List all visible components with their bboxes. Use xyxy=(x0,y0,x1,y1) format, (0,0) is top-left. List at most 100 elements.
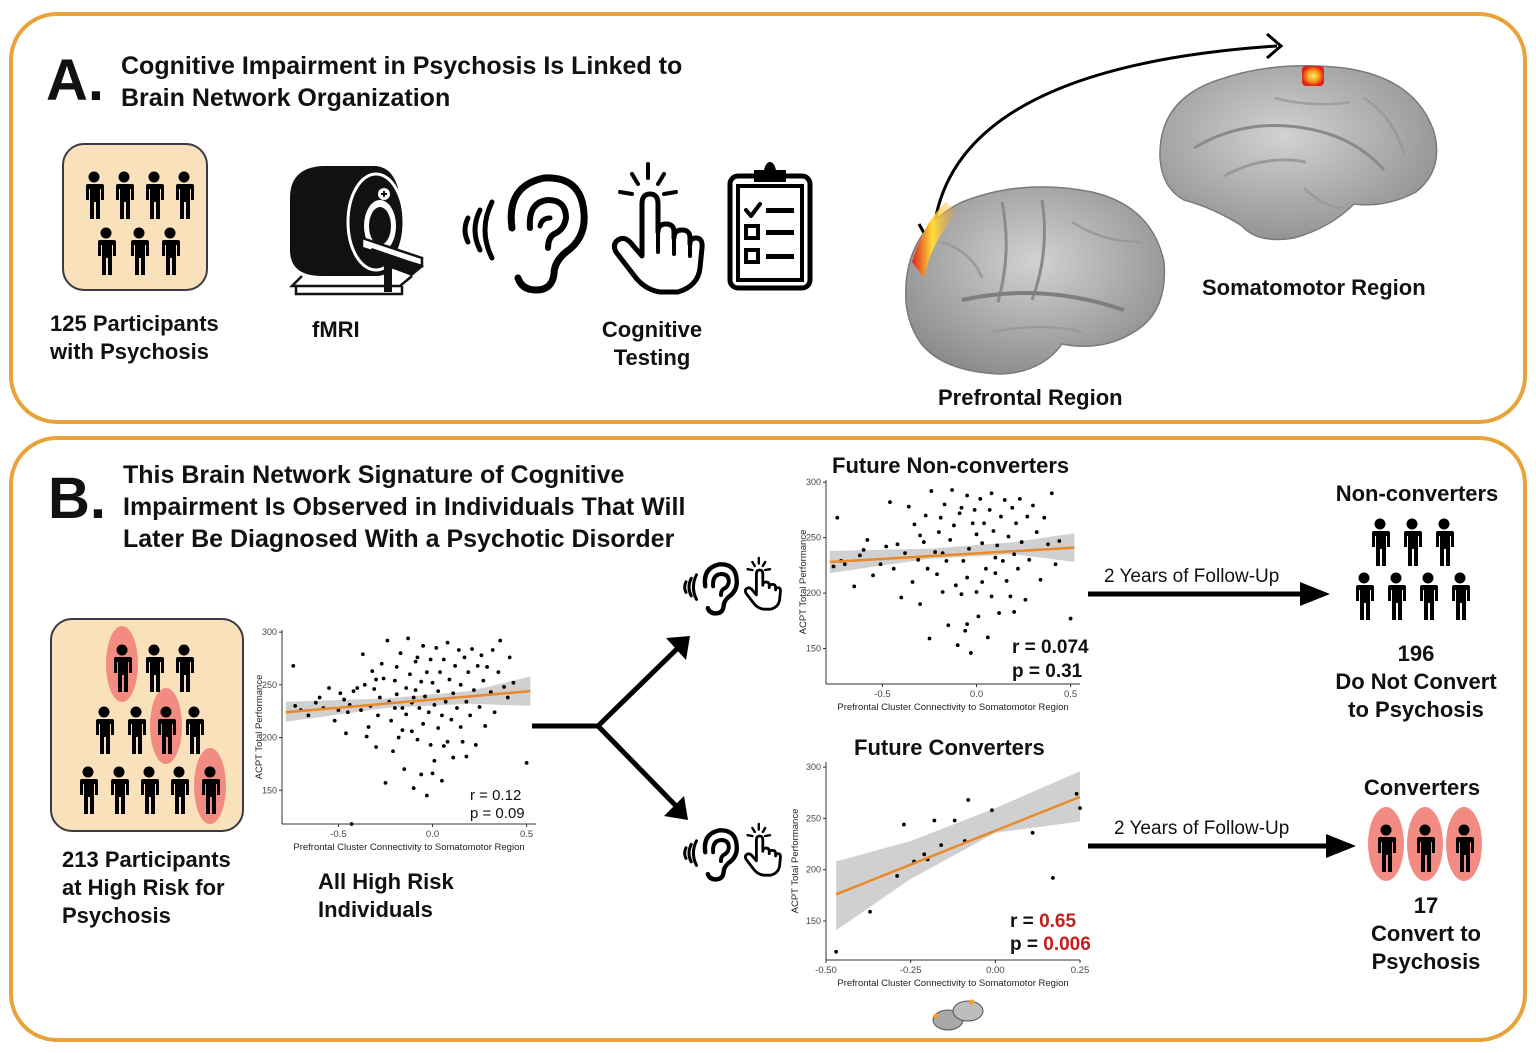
data-point xyxy=(428,743,433,747)
data-point xyxy=(496,670,501,675)
data-point xyxy=(965,493,970,498)
data-point xyxy=(976,614,981,619)
data-point xyxy=(419,679,424,684)
y-tick-label: 250 xyxy=(806,533,821,543)
data-point xyxy=(1046,542,1050,547)
prefrontal-cluster xyxy=(912,202,958,278)
brain-lateral-view xyxy=(905,186,1166,375)
data-point xyxy=(990,808,994,813)
data-point xyxy=(389,718,394,723)
data-point xyxy=(1004,578,1009,583)
followup-arrow-converters xyxy=(1088,834,1356,858)
data-point xyxy=(490,648,495,652)
x-tick-label: -0.50 xyxy=(815,965,837,976)
data-point xyxy=(483,724,488,728)
confidence-band xyxy=(285,676,531,722)
stat-p-all: p = 0.09 xyxy=(470,805,525,822)
followup-label-converters: 2 Years of Follow-Up xyxy=(1114,818,1290,839)
participants-box-a xyxy=(62,143,208,291)
confidence-band xyxy=(829,533,1075,574)
data-point xyxy=(413,688,418,692)
x-axis-label: Prefrontal Cluster Connectivity to Somat… xyxy=(837,702,1068,713)
data-point xyxy=(968,651,973,655)
person-icon xyxy=(96,706,114,754)
data-point xyxy=(1023,597,1028,602)
data-point xyxy=(468,713,473,718)
data-point xyxy=(409,729,414,734)
data-point xyxy=(449,717,454,722)
data-point xyxy=(940,590,945,594)
data-point xyxy=(957,511,962,516)
stat-p-nonconverters: p = 0.31 xyxy=(1012,661,1083,682)
data-point xyxy=(1051,876,1055,880)
data-point xyxy=(355,686,360,690)
data-point xyxy=(434,646,439,650)
panel-a-heading-line1: Cognitive Impairment in Psychosis Is Lin… xyxy=(121,52,683,80)
data-point xyxy=(935,572,939,577)
followup-label-nonconverters: 2 Years of Follow-Up xyxy=(1104,566,1280,587)
data-point xyxy=(511,680,516,685)
person-icon xyxy=(131,227,149,275)
data-point xyxy=(456,648,461,652)
nonconverters-title: Non-converters xyxy=(1335,481,1499,506)
data-point xyxy=(953,583,958,588)
panel-b-letter: B. xyxy=(48,466,106,531)
data-point xyxy=(1030,830,1035,835)
person-icon xyxy=(1356,572,1374,620)
data-point xyxy=(1008,594,1013,599)
converters-count: 17 Convert to Psychosis xyxy=(1371,893,1481,974)
data-point xyxy=(895,873,900,878)
y-tick-label: 300 xyxy=(806,477,821,487)
ear-icon xyxy=(683,828,739,882)
ear-icon xyxy=(462,174,588,294)
data-point xyxy=(948,537,953,542)
data-point xyxy=(359,708,363,713)
highrisk-label: 213 Participants at High Risk for Psycho… xyxy=(62,847,231,928)
person-icon xyxy=(146,644,164,692)
person-icon xyxy=(176,171,194,219)
data-point xyxy=(857,553,862,558)
x-axis-label: Prefrontal Cluster Connectivity to Somat… xyxy=(293,842,524,853)
data-point xyxy=(453,663,457,668)
person-icon xyxy=(1388,572,1406,620)
data-point xyxy=(901,822,906,827)
data-point xyxy=(394,665,399,669)
person-icon xyxy=(171,766,189,814)
data-point xyxy=(411,695,416,700)
x-tick-label: 0.5 xyxy=(520,829,533,840)
data-point xyxy=(936,530,941,535)
data-point xyxy=(327,686,331,690)
data-point xyxy=(524,760,529,765)
person-icon xyxy=(98,227,116,275)
y-tick-label: 300 xyxy=(262,627,277,637)
data-point xyxy=(462,655,467,660)
somatomotor-label: Somatomotor Region xyxy=(1202,275,1426,300)
data-point xyxy=(933,550,938,554)
y-axis-label: ACPT Total Performance xyxy=(790,809,801,914)
y-tick-label: 200 xyxy=(806,588,821,598)
y-tick-label: 250 xyxy=(262,680,277,690)
pointing-hand-icon xyxy=(743,822,782,877)
x-tick-label: -0.25 xyxy=(900,965,922,976)
ear-icon xyxy=(683,562,739,616)
data-point xyxy=(440,713,444,718)
panel-a-heading-line2: Brain Network Organization xyxy=(121,84,451,112)
data-point xyxy=(918,602,922,607)
data-point xyxy=(831,564,836,569)
data-point xyxy=(912,522,917,527)
data-point xyxy=(993,571,998,576)
data-point xyxy=(430,680,435,685)
data-point xyxy=(485,665,489,669)
data-point xyxy=(906,504,911,509)
data-point xyxy=(458,725,463,729)
data-point xyxy=(861,547,866,552)
y-tick-label: 150 xyxy=(806,916,821,926)
data-point xyxy=(436,726,441,730)
data-point xyxy=(946,623,951,628)
person-icon xyxy=(176,644,194,692)
data-point xyxy=(1012,610,1017,614)
data-point xyxy=(460,739,465,744)
data-point xyxy=(895,542,900,547)
clipboard-checklist-icon xyxy=(727,162,813,291)
